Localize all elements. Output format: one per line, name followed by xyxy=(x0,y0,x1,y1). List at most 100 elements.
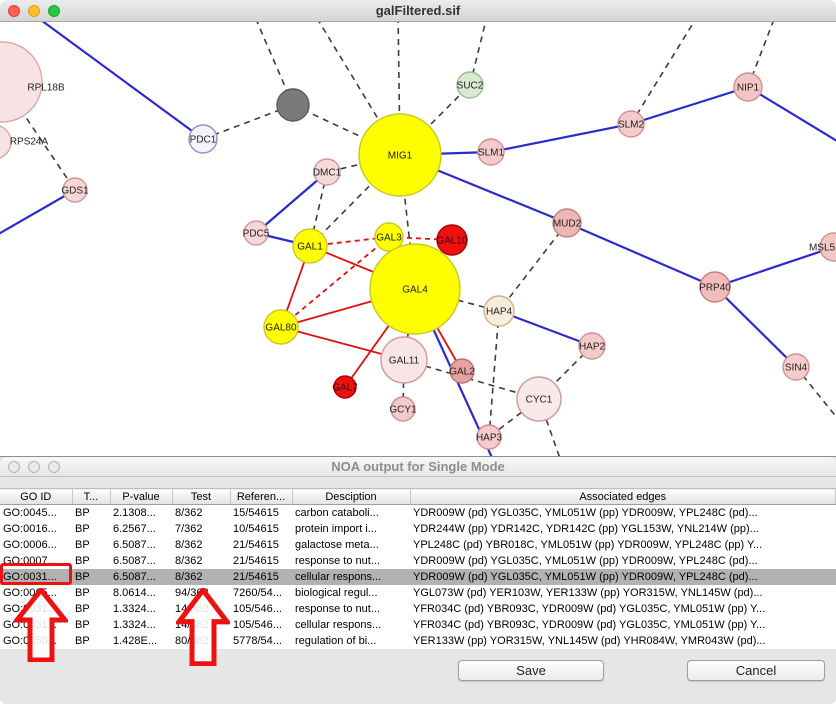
network-node-rps24a[interactable] xyxy=(0,125,12,159)
network-edge[interactable] xyxy=(498,222,568,312)
table-cell: 14/362 xyxy=(175,619,209,631)
column-header[interactable]: GO ID xyxy=(0,488,73,505)
network-node-prp40[interactable] xyxy=(699,271,731,303)
column-header[interactable]: Test xyxy=(172,488,231,505)
network-node-gal80[interactable] xyxy=(263,309,299,345)
network-node-gray[interactable] xyxy=(276,88,310,122)
network-node-slm1[interactable] xyxy=(477,138,505,166)
node-label: PDC5 xyxy=(243,229,270,240)
column-header[interactable]: Desciption xyxy=(292,488,411,505)
network-node-hap3[interactable] xyxy=(476,424,502,450)
column-header[interactable]: Referen... xyxy=(230,488,293,505)
table-cell: 8/362 xyxy=(172,569,230,585)
node-label: HAP2 xyxy=(579,342,606,353)
network-edge[interactable] xyxy=(488,310,500,438)
node-label: GDS1 xyxy=(61,186,89,197)
network-node-gal2[interactable] xyxy=(449,358,475,384)
column-header[interactable]: T... xyxy=(72,488,111,505)
network-node-gds1[interactable] xyxy=(62,177,88,203)
table-cell: YDR009W (pd) YGL035C, YML051W (pp) YDR00… xyxy=(413,555,758,567)
noa-window-titlebar[interactable]: NOA output for Single Mode xyxy=(0,457,836,477)
network-node-gal1[interactable] xyxy=(292,228,328,264)
network-edge[interactable] xyxy=(714,245,835,289)
table-cell: YER133W (pp) YOR315W, YNL145W (pd) YHR08… xyxy=(413,635,766,647)
node-label: RPL18B xyxy=(27,83,65,94)
table-cell: 2.1308... xyxy=(113,507,156,519)
network-node-gal7[interactable] xyxy=(333,375,357,399)
column-header[interactable]: Associated edges xyxy=(410,488,836,505)
network-edge[interactable] xyxy=(280,236,390,328)
network-node-hap4[interactable] xyxy=(483,295,515,327)
save-button[interactable]: Save xyxy=(458,660,604,681)
node-label: PRP40 xyxy=(699,283,731,294)
network-edge[interactable] xyxy=(630,85,749,126)
table-cell: 15/54615 xyxy=(233,507,279,519)
table-cell: 8/362 xyxy=(175,507,203,519)
network-node-gal3[interactable] xyxy=(374,222,404,252)
network-node-hap2[interactable] xyxy=(578,332,606,360)
table-cell: carbon cataboli... xyxy=(295,507,379,519)
network-node-cyc1[interactable] xyxy=(516,376,562,422)
network-node-gal10[interactable] xyxy=(436,224,468,256)
node-label: GCY1 xyxy=(389,405,417,416)
minimize-button[interactable] xyxy=(28,461,40,473)
node-label: GAL1 xyxy=(297,242,323,253)
network-edge[interactable] xyxy=(747,86,836,144)
column-header[interactable]: P-value xyxy=(110,488,173,505)
network-node-gal4[interactable] xyxy=(369,243,461,335)
cancel-button[interactable]: Cancel xyxy=(687,660,825,681)
table-cell: cellular respons... xyxy=(295,619,382,631)
network-edge[interactable] xyxy=(292,104,401,156)
network-node-suc2[interactable] xyxy=(456,71,484,99)
table-cell: response to nut... xyxy=(295,555,380,567)
network-node-mud2[interactable] xyxy=(552,208,582,238)
close-button[interactable] xyxy=(8,461,20,473)
minimize-button[interactable] xyxy=(28,5,40,17)
network-node-gal11[interactable] xyxy=(380,336,428,384)
network-edge[interactable] xyxy=(714,286,797,368)
network-edge[interactable] xyxy=(0,189,76,240)
network-node-pdc5[interactable] xyxy=(243,220,269,246)
close-button[interactable] xyxy=(8,5,20,17)
network-edge[interactable] xyxy=(490,122,632,154)
network-node-dmc1[interactable] xyxy=(313,158,341,186)
network-node-msl5[interactable] xyxy=(819,232,836,262)
node-label: SIN4 xyxy=(785,363,808,374)
network-edge[interactable] xyxy=(566,221,716,289)
network-node-mig1[interactable] xyxy=(358,113,442,197)
node-label: RPS24A xyxy=(10,137,49,148)
zoom-button[interactable] xyxy=(48,461,60,473)
table-cell: 21/54615 xyxy=(233,555,279,567)
network-edge[interactable] xyxy=(255,171,328,234)
network-edge[interactable] xyxy=(498,309,593,348)
network-node-sin4[interactable] xyxy=(782,353,810,381)
network-edge[interactable] xyxy=(30,22,204,140)
table-cell: protein import i... xyxy=(295,523,377,535)
network-edge[interactable] xyxy=(402,359,405,410)
network-graph[interactable]: RPL18BRPS24AGDS1PDC1DMC1MIG1SUC2SLM1SLM2… xyxy=(0,22,836,456)
table-cell: GO:0031... xyxy=(3,603,57,615)
table-cell: 7/362 xyxy=(175,523,203,535)
network-edge[interactable] xyxy=(630,22,700,125)
node-label: GAL10 xyxy=(436,236,468,247)
network-node-slm2[interactable] xyxy=(617,110,645,138)
table-cell: GO:0016... xyxy=(3,523,57,535)
node-label: SLM1 xyxy=(478,148,505,159)
network-node-gcy1[interactable] xyxy=(390,396,416,422)
network-node-rpl18b[interactable] xyxy=(0,41,43,123)
network-node-nip1[interactable] xyxy=(733,72,763,102)
network-node-pdc1[interactable] xyxy=(188,124,218,154)
zoom-button[interactable] xyxy=(48,5,60,17)
network-window-titlebar[interactable]: galFiltered.sif xyxy=(0,0,836,22)
